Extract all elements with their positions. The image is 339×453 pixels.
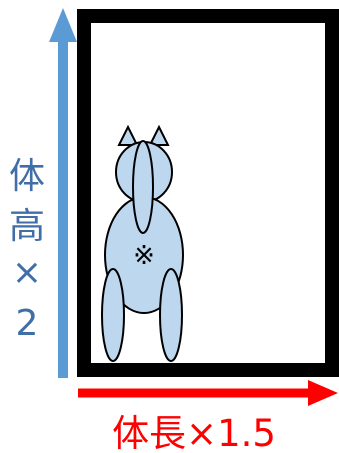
length-label: 体長×1.5 [112, 412, 276, 453]
arrow-right-icon [308, 380, 338, 406]
height-label-char-4: 2 [16, 303, 39, 344]
tail [132, 140, 154, 234]
enclosure-frame [77, 9, 339, 377]
right-leg [159, 268, 183, 362]
height-label-char-2: 高 [9, 206, 45, 247]
cat-back-view-icon [101, 124, 184, 362]
center-mark: ※ [133, 241, 155, 271]
length-arrow [78, 380, 338, 406]
left-leg [101, 268, 125, 362]
left-ear [117, 124, 139, 146]
height-label: 体 高 × 2 [9, 156, 45, 344]
right-ear [148, 124, 170, 146]
arrow-up-icon [49, 8, 77, 42]
height-label-char-1: 体 [9, 156, 45, 197]
height-label-char-3: × [12, 252, 42, 293]
height-arrow [49, 8, 77, 378]
